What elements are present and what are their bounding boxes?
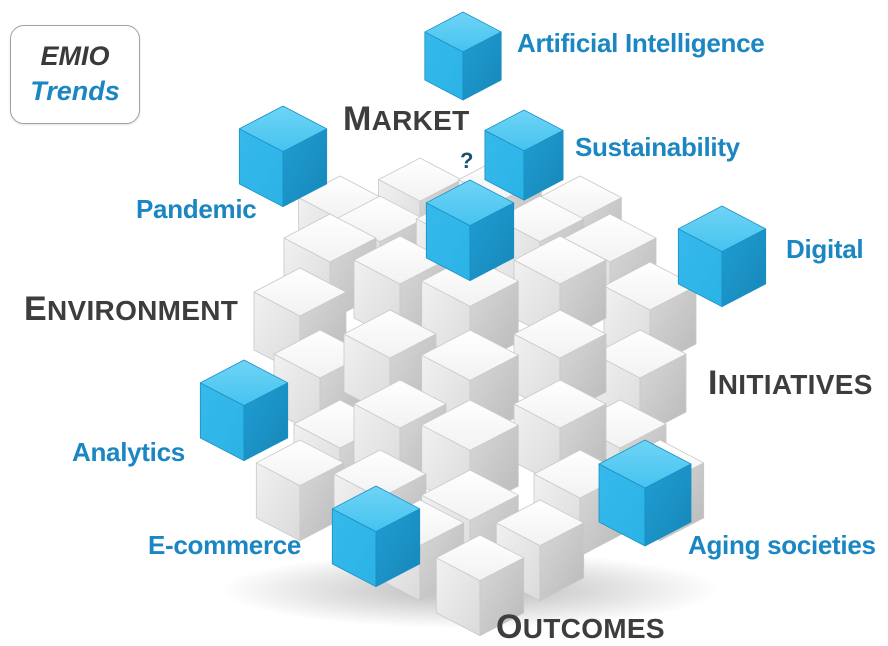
category-initiatives-initial: I	[708, 364, 718, 402]
question-mark: ?	[460, 148, 474, 173]
blue-cube-sustainability	[484, 109, 564, 201]
blue-cube-analytics	[199, 359, 289, 462]
category-environment-rest: NVIRONMENT	[46, 295, 239, 326]
grey-cube-25	[255, 439, 345, 542]
category-initiatives: INITIATIVES	[708, 364, 873, 403]
grey-cube-32	[435, 534, 525, 637]
blue-cube-pandemic	[238, 105, 328, 208]
category-outcomes-rest: UTCOMES	[522, 613, 665, 644]
trend-e-commerce: E-commerce	[148, 530, 302, 560]
category-environment-initial: E	[24, 290, 47, 328]
trend-pandemic: Pandemic	[136, 194, 257, 224]
category-environment: ENVIRONMENT	[24, 290, 238, 329]
category-market-rest: ARKET	[371, 105, 470, 136]
brand-line-trends: Trends	[30, 76, 120, 106]
blue-cube-e-commerce	[331, 485, 421, 588]
blue-cube-digital	[677, 205, 767, 308]
blue-cube-aging-societies	[598, 439, 692, 547]
trend-artificial-intelligence: Artificial Intelligence	[517, 28, 765, 58]
brand-line-emio: EMIO	[40, 41, 110, 71]
category-initiatives-rest: NITIATIVES	[717, 369, 873, 400]
blue-cube-artificial-intelligence	[424, 11, 502, 101]
brand-logo-box: EMIO Trends	[10, 25, 140, 124]
category-market-initial: M	[343, 100, 372, 138]
trend-sustainability: Sustainability	[575, 132, 740, 162]
trend-digital: Digital	[786, 234, 864, 264]
trend-analytics: Analytics	[72, 437, 185, 467]
category-outcomes-initial: O	[496, 608, 523, 646]
blue-cube-top-center	[425, 179, 515, 282]
category-market: MARKET	[343, 100, 470, 139]
trend-aging-societies: Aging societies	[688, 530, 876, 560]
category-outcomes: OUTCOMES	[496, 608, 665, 646]
